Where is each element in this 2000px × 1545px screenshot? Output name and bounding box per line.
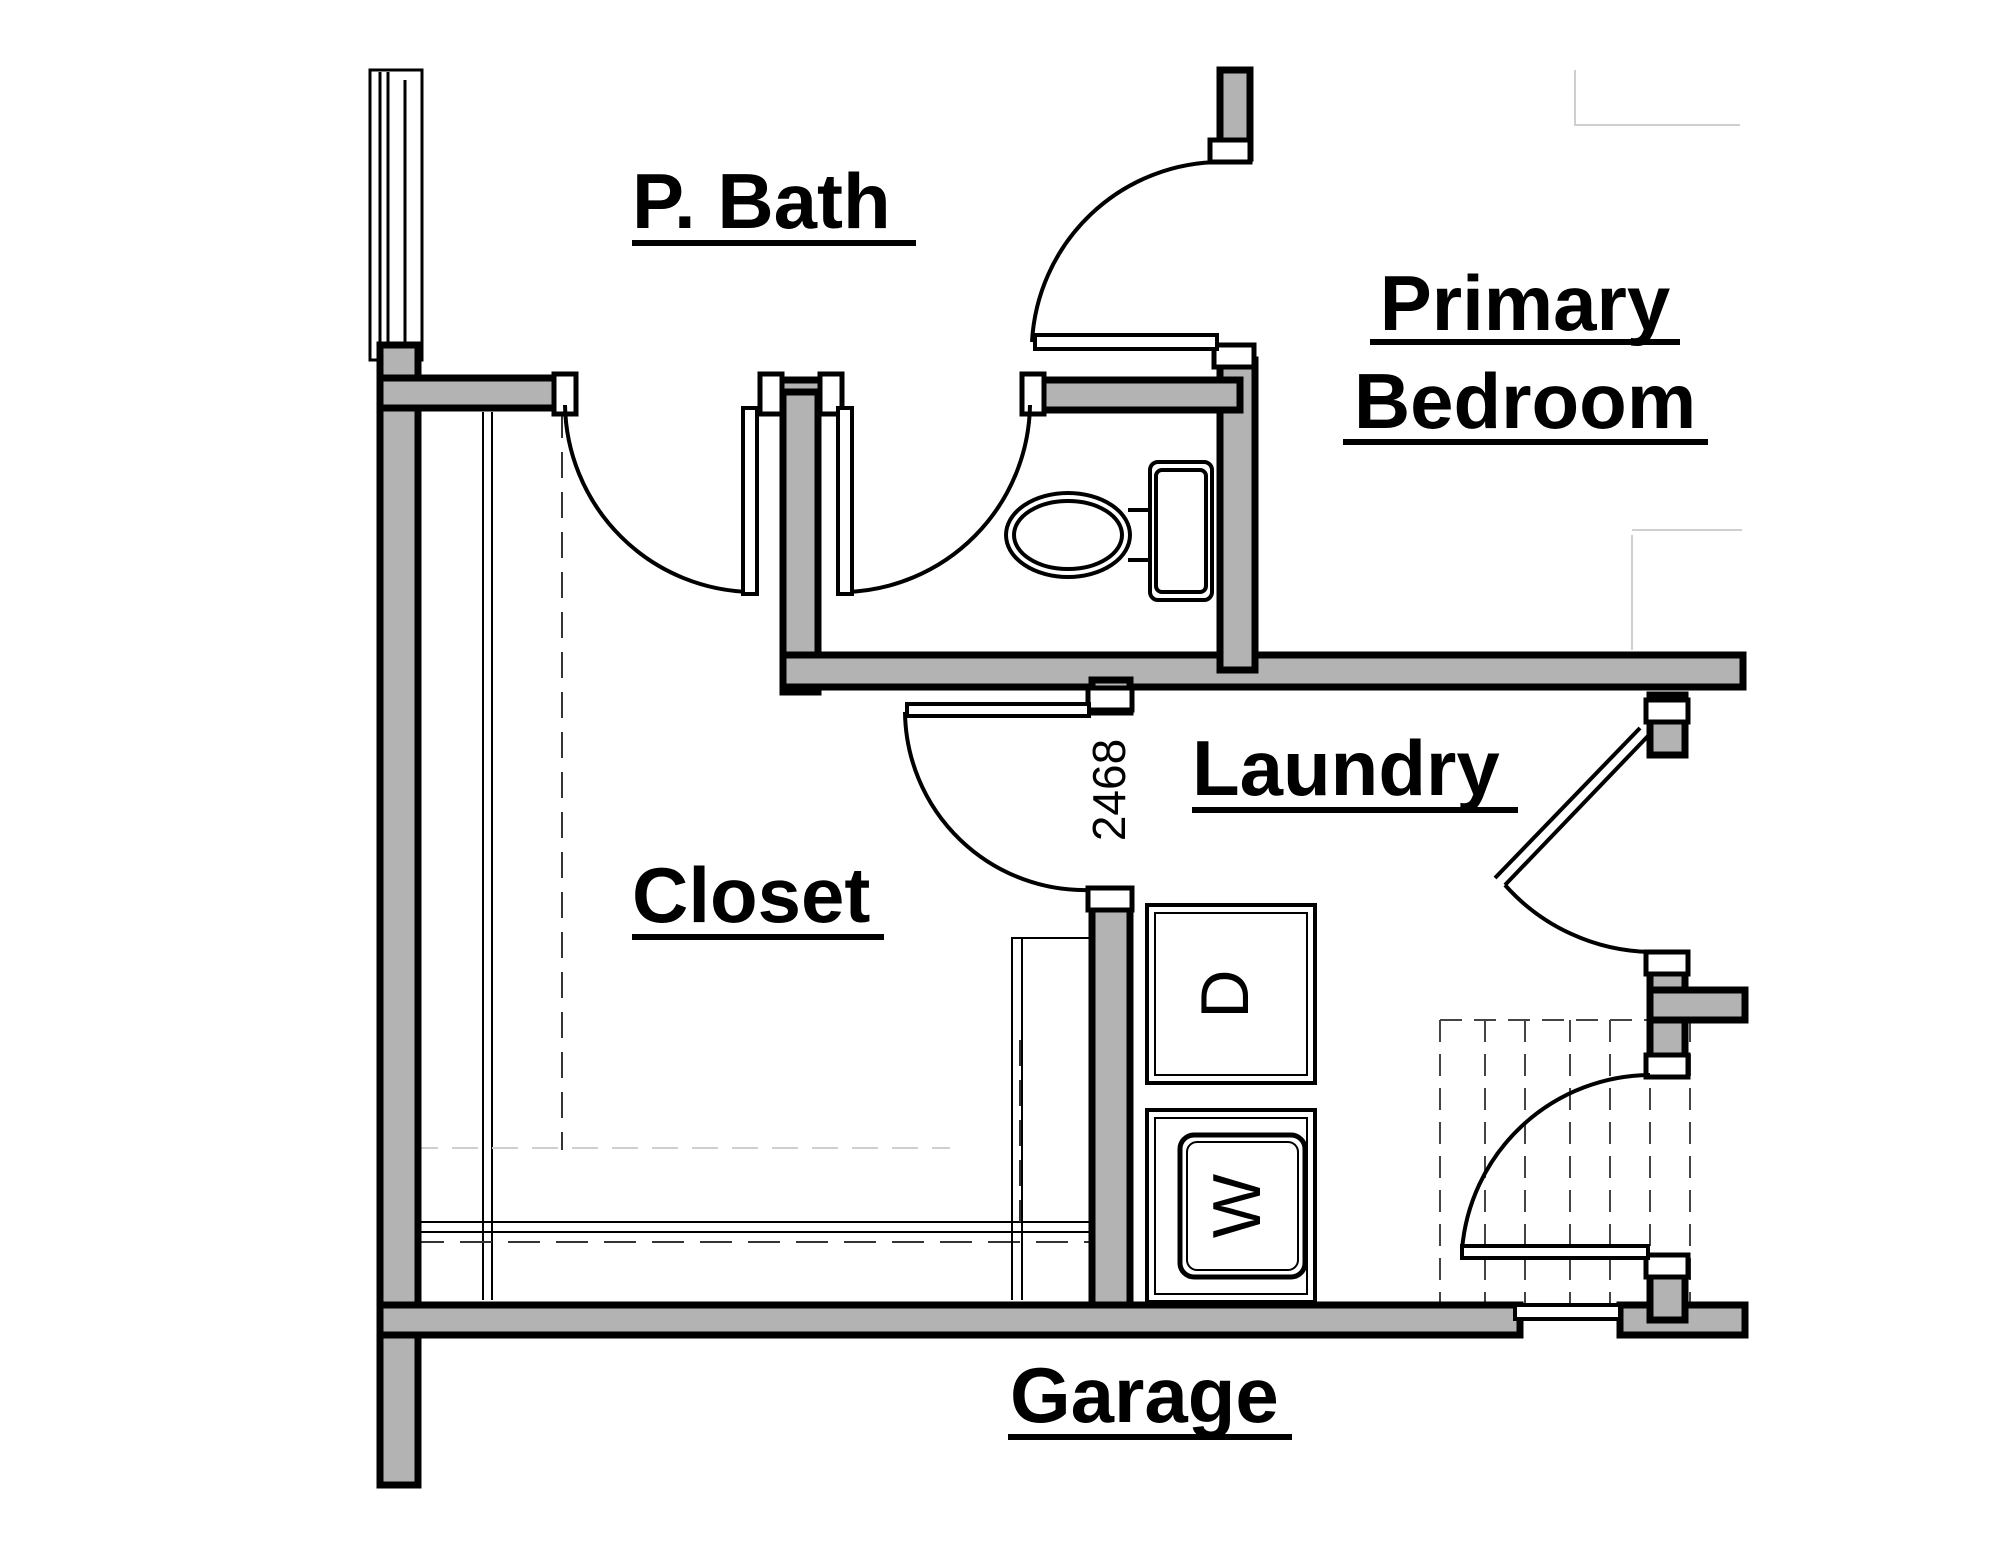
room-label-garage: Garage <box>1010 1351 1279 1439</box>
dryer: D <box>1145 903 1317 1085</box>
door-dimension-note: 2468 <box>1083 739 1135 841</box>
washer-label: W <box>1199 1174 1275 1238</box>
room-label-closet: Closet <box>632 851 870 939</box>
toilet <box>1004 460 1214 602</box>
window-left <box>368 68 424 362</box>
faint-lines <box>1574 70 1742 650</box>
room-label-primary-line2: Bedroom <box>1354 357 1696 445</box>
walls <box>376 66 1749 1489</box>
closet-shelving <box>412 412 1092 1300</box>
washer: W <box>1145 1108 1317 1304</box>
room-label-p-bath: P. Bath <box>632 157 891 245</box>
doors <box>563 159 1651 1321</box>
room-label-primary-line1: Primary <box>1380 259 1671 347</box>
room-label-laundry: Laundry <box>1192 724 1500 812</box>
dryer-label: D <box>1187 969 1263 1018</box>
